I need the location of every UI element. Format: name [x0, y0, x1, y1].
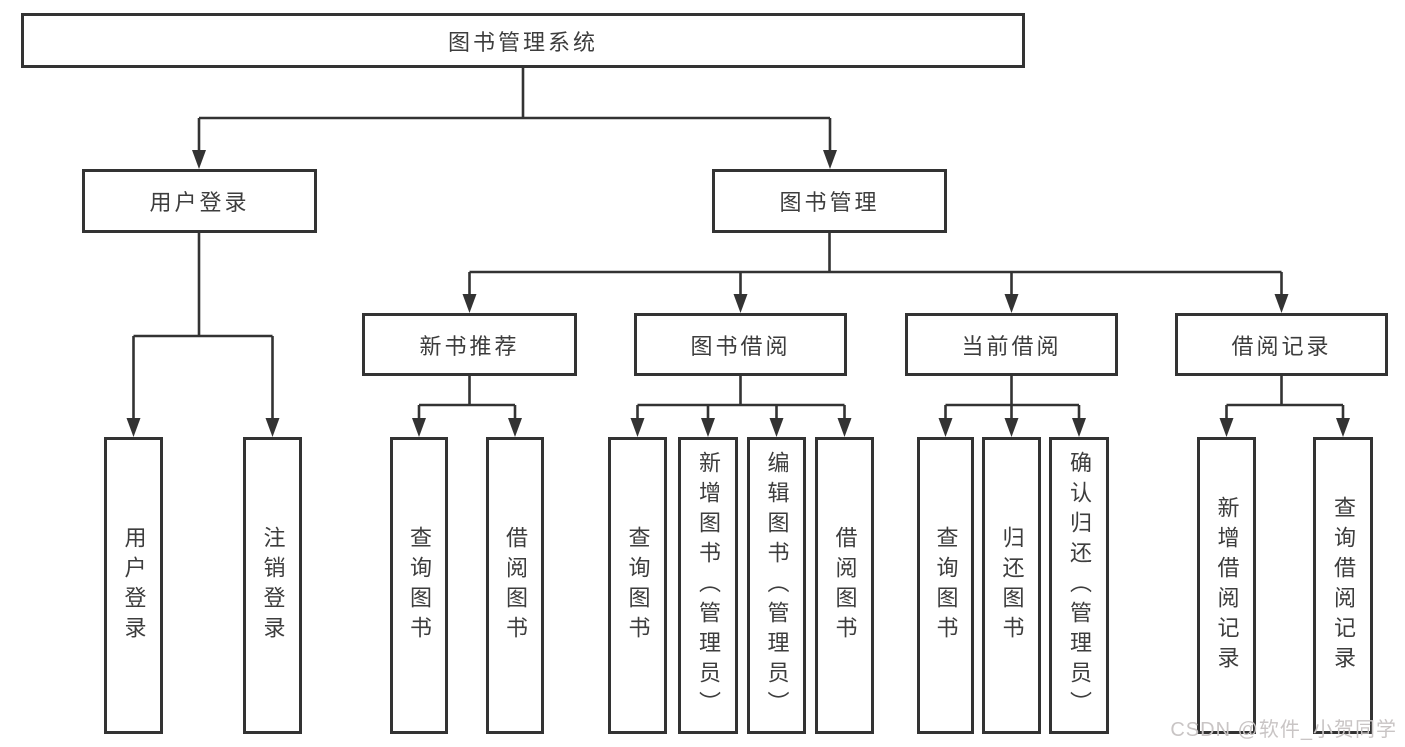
csdn-watermark: CSDN @软件_小贺同学	[1170, 719, 1397, 741]
leaf-add-books-admin: 新增图书（管理员）	[678, 437, 738, 734]
leaf-confirm-return-admin-label: 确认归还（管理员）	[1067, 450, 1092, 721]
leaf-query-books-borrowing-label: 查询图书	[625, 525, 651, 646]
leaf-user-login: 用户登录	[104, 437, 163, 734]
leaf-confirm-return-admin: 确认归还（管理员）	[1049, 437, 1109, 734]
leaf-edit-books-admin-label: 编辑图书（管理员）	[764, 450, 790, 721]
node-new-book-recommendation: 新书推荐	[362, 313, 577, 376]
leaf-return-books-label: 归还图书	[999, 525, 1025, 646]
leaf-edit-books-admin: 编辑图书（管理员）	[747, 437, 806, 734]
leaf-query-borrow-record-label: 查询借阅记录	[1331, 495, 1356, 676]
node-library-system: 图书管理系统	[21, 13, 1025, 68]
leaf-query-books-recommend: 查询图书	[390, 437, 448, 734]
leaf-return-books: 归还图书	[982, 437, 1041, 734]
leaf-borrow-books-borrowing: 借阅图书	[815, 437, 874, 734]
node-library-system-label: 图书管理系统	[447, 29, 598, 55]
leaf-logout-login: 注销登录	[243, 437, 302, 734]
leaf-query-books-recommend-label: 查询图书	[407, 525, 432, 646]
node-user-login: 用户登录	[82, 169, 317, 233]
leaf-borrow-books-recommend-label: 借阅图书	[503, 525, 528, 646]
node-book-borrowing-label: 图书借阅	[690, 333, 791, 359]
node-new-book-recommendation-label: 新书推荐	[419, 333, 520, 359]
node-current-borrowing-label: 当前借阅	[961, 333, 1062, 359]
leaf-query-borrow-record: 查询借阅记录	[1313, 437, 1373, 734]
node-user-login-label: 用户登录	[149, 190, 250, 215]
leaf-user-login-label: 用户登录	[121, 525, 147, 646]
leaf-query-books-borrowing: 查询图书	[608, 437, 667, 734]
leaf-query-books-current-label: 查询图书	[933, 525, 959, 646]
leaf-borrow-books-borrowing-label: 借阅图书	[832, 525, 858, 646]
leaf-logout-login-label: 注销登录	[260, 525, 286, 646]
leaf-add-borrow-record: 新增借阅记录	[1197, 437, 1256, 734]
leaf-add-books-admin-label: 新增图书（管理员）	[696, 450, 721, 721]
leaf-add-borrow-record-label: 新增借阅记录	[1214, 495, 1240, 676]
node-borrowing-records-label: 借阅记录	[1231, 333, 1332, 359]
leaf-borrow-books-recommend: 借阅图书	[486, 437, 544, 734]
node-book-management-label: 图书管理	[779, 190, 880, 215]
leaf-query-books-current: 查询图书	[917, 437, 974, 734]
node-borrowing-records: 借阅记录	[1175, 313, 1388, 376]
node-book-management: 图书管理	[712, 169, 947, 233]
node-book-borrowing: 图书借阅	[634, 313, 847, 376]
node-current-borrowing: 当前借阅	[905, 313, 1118, 376]
